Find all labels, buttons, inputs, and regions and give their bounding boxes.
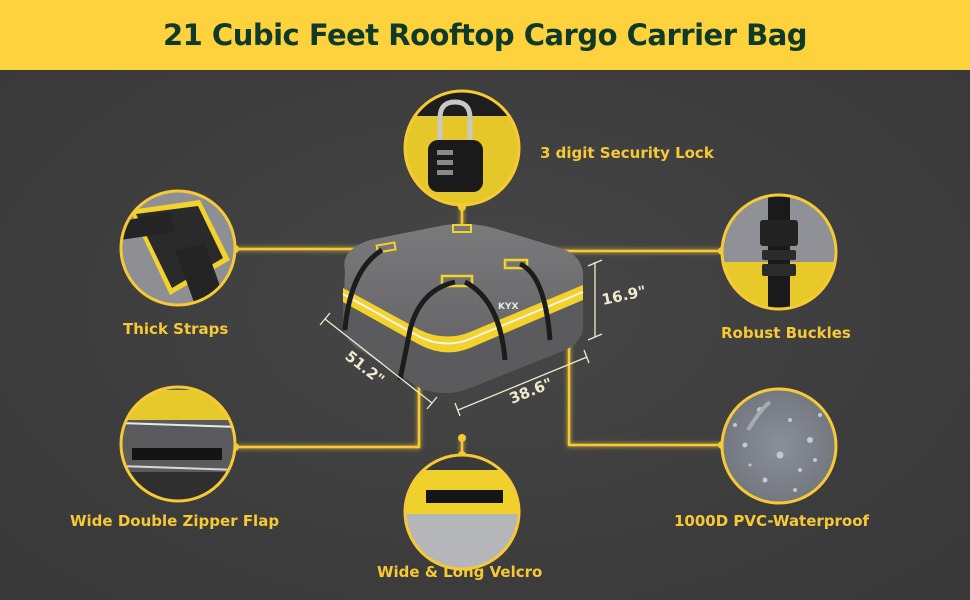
zipper-flap-icon [119,385,237,503]
title-banner: 21 Cubic Feet Rooftop Cargo Carrier Bag [0,0,970,70]
feature-label-waterproof: 1000D PVC-Waterproof [674,512,870,530]
padlock-icon [403,89,521,207]
feature-label-zipper: Wide Double Zipper Flap [70,512,280,530]
cargo-bag-image: KYX [342,223,584,393]
dimension-height: 16.9" [600,282,648,309]
feature-label-velcro: Wide & Long Velcro [377,563,543,581]
dimension-width: 38.6" [507,374,555,407]
brand-mark: KYX [498,302,518,312]
velcro-icon [403,453,521,571]
strap-icon [119,189,237,307]
buckle-icon [720,193,838,311]
water-droplets-icon [720,387,838,505]
feature-label-buckles: Robust Buckles [721,324,851,342]
page-title: 21 Cubic Feet Rooftop Cargo Carrier Bag [162,18,808,52]
feature-label-straps: Thick Straps [123,320,229,338]
feature-label-lock: 3 digit Security Lock [540,144,714,162]
dimension-lines [319,259,603,417]
